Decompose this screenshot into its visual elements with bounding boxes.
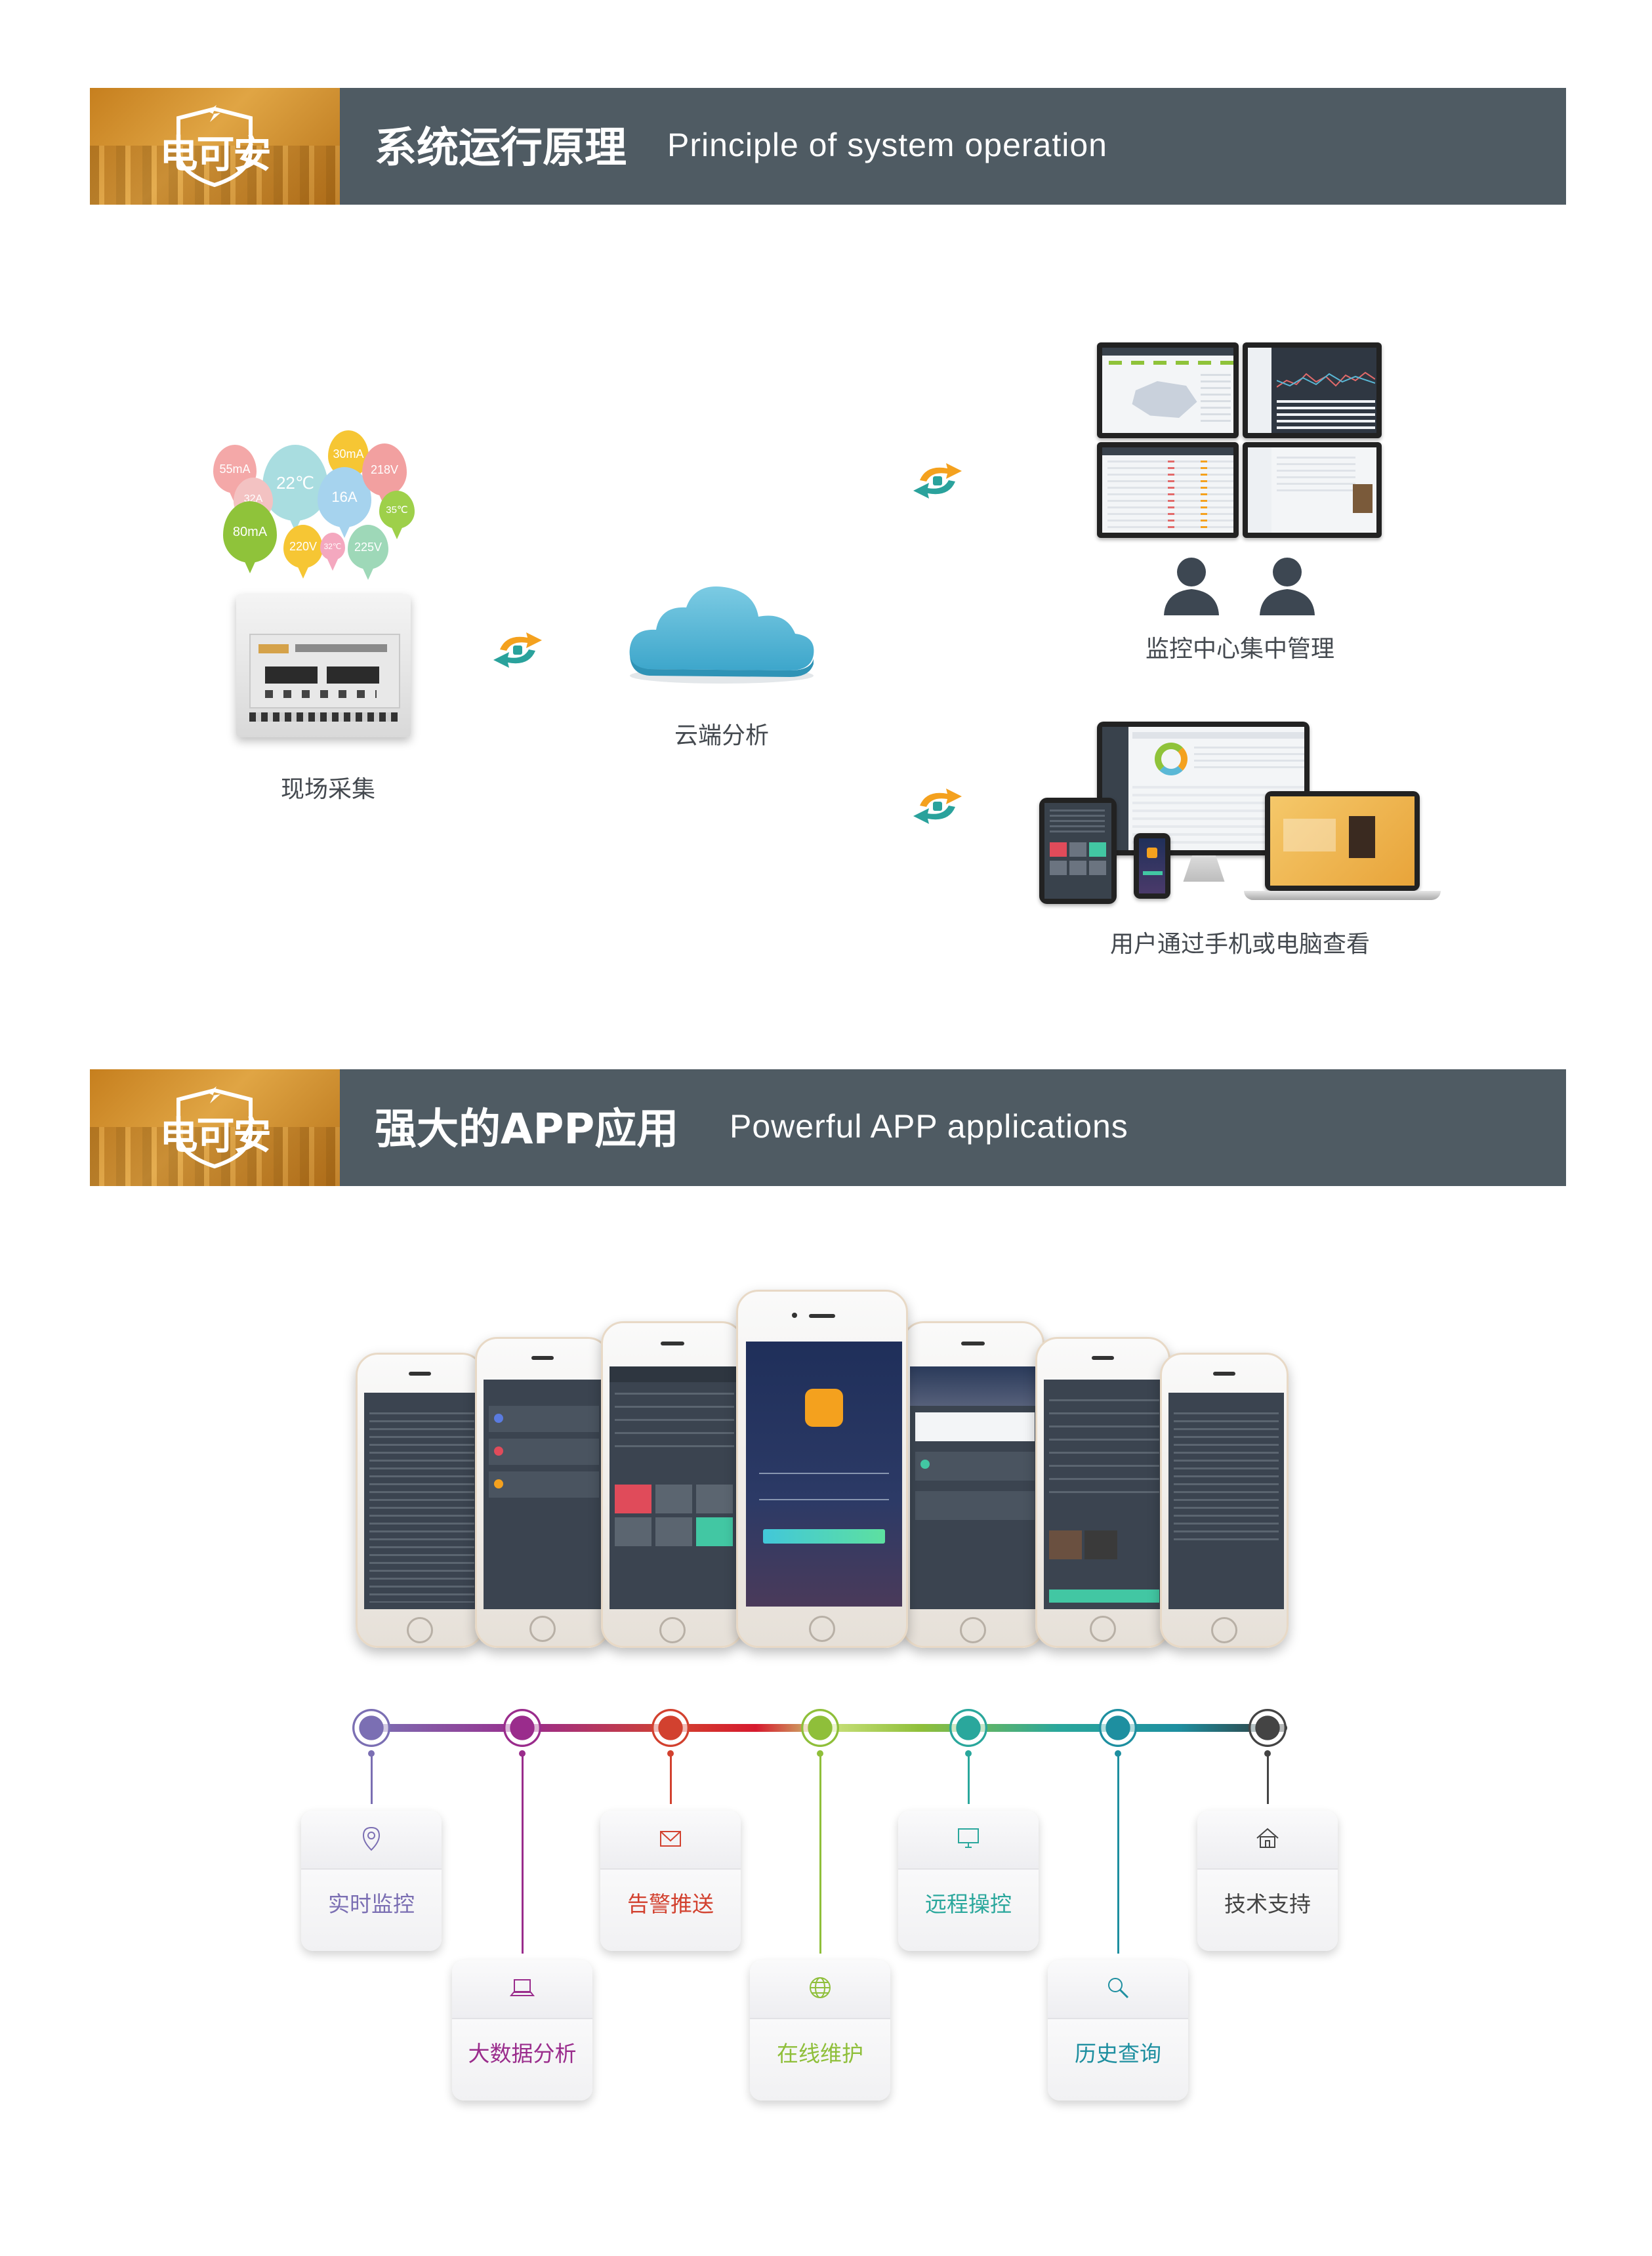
timeline-connector xyxy=(522,1753,524,1954)
site-collection-label: 现场采集 xyxy=(280,776,375,803)
timeline-connector-dot xyxy=(817,1750,823,1757)
section-banner-principle: 电可安 系统运行原理 Principle of system operation xyxy=(90,88,1566,205)
user-view-label: 用户通过手机或电脑查看 xyxy=(1109,931,1370,958)
timeline-node xyxy=(352,1709,390,1747)
feature-label: 告警推送 xyxy=(627,1891,714,1917)
feature-label: 在线维护 xyxy=(777,2041,863,2066)
feature-label: 历史查询 xyxy=(1075,2041,1161,2066)
timeline-node xyxy=(651,1709,690,1747)
timeline-node xyxy=(949,1709,987,1747)
balloon-current: 80mA xyxy=(223,501,277,573)
dashboard-screen xyxy=(1243,442,1382,538)
feature-label: 大数据分析 xyxy=(468,2041,577,2066)
timeline-connector-dot xyxy=(667,1750,674,1757)
user-icon xyxy=(1164,558,1219,615)
timeline-connector xyxy=(1267,1753,1269,1804)
feature-card[interactable]: 远程操控 xyxy=(898,1811,1039,1951)
monitor-icon xyxy=(958,1828,979,1848)
shield-logo-icon xyxy=(176,105,253,188)
timeline-node xyxy=(801,1709,839,1747)
timeline-connector xyxy=(371,1753,373,1804)
phone-mockup xyxy=(475,1337,610,1648)
location-pin-icon xyxy=(362,1826,381,1851)
section-title-en: Principle of system operation xyxy=(667,127,1107,163)
section-title-en: Powerful APP applications xyxy=(730,1108,1128,1145)
laptop-icon xyxy=(509,1979,535,1996)
monitor-center-label: 监控中心集中管理 xyxy=(1145,636,1334,663)
shield-logo-icon xyxy=(176,1086,253,1169)
section-banner-app: 电可安 强大的APP应用 Powerful APP applications xyxy=(90,1069,1566,1186)
feature-card[interactable]: 告警推送 xyxy=(600,1811,741,1951)
brand-logo: 电可安 xyxy=(90,88,340,205)
dashboard-screen xyxy=(1243,342,1382,438)
dashboard-screen xyxy=(1097,442,1239,538)
balloon-temperature: 22℃ xyxy=(262,445,328,531)
monitoring-device-image xyxy=(236,594,411,737)
phone-mockup xyxy=(1035,1337,1170,1648)
balloon-voltage: 218V xyxy=(362,443,407,506)
desktop-stand xyxy=(1183,855,1225,882)
balloon-voltage: 220V xyxy=(283,525,323,579)
balloon-temperature: 35℃ xyxy=(379,491,415,539)
logo-text: 电可安 xyxy=(159,1113,271,1158)
timeline-node xyxy=(1249,1709,1287,1747)
logo-text: 电可安 xyxy=(159,132,271,176)
timeline-connector-dot xyxy=(1264,1750,1271,1757)
globe-icon xyxy=(810,1977,831,1998)
data-transfer-icon xyxy=(493,632,542,668)
phone-screen xyxy=(1134,833,1170,899)
feature-card[interactable]: 在线维护 xyxy=(750,1960,890,2101)
house-icon xyxy=(1256,1828,1279,1848)
timeline-connector-dot xyxy=(368,1750,375,1757)
timeline-connector-dot xyxy=(1115,1750,1121,1757)
brand-logo: 电可安 xyxy=(90,1069,340,1186)
timeline-node xyxy=(503,1709,541,1747)
cloud-analysis-label: 云端分析 xyxy=(674,722,769,749)
feature-card[interactable]: 技术支持 xyxy=(1197,1811,1338,1951)
phone-mockup xyxy=(356,1353,484,1648)
timeline-connector xyxy=(670,1753,672,1804)
timeline-connector-dot xyxy=(519,1750,526,1757)
data-transfer-icon xyxy=(913,463,962,499)
phone-mockup xyxy=(736,1290,908,1648)
feature-card[interactable]: 大数据分析 xyxy=(452,1960,592,2101)
timeline-connector-dot xyxy=(965,1750,972,1757)
section-title-cn: 系统运行原理 xyxy=(375,124,627,173)
balloon-voltage: 225V xyxy=(348,525,388,580)
timeline-connector xyxy=(819,1753,821,1954)
timeline-connector xyxy=(1117,1753,1119,1954)
dashboard-screen xyxy=(1097,342,1239,438)
section-title-cn: 强大的APP应用 xyxy=(375,1105,679,1154)
feature-label: 技术支持 xyxy=(1224,1891,1311,1917)
timeline-connector xyxy=(968,1753,970,1804)
timeline-node xyxy=(1099,1709,1137,1747)
feature-label: 实时监控 xyxy=(328,1891,415,1917)
laptop-screen xyxy=(1265,791,1420,891)
laptop-base xyxy=(1244,891,1441,900)
phone-mockup xyxy=(1160,1353,1289,1648)
cloud-icon xyxy=(629,586,814,684)
magnifier-icon xyxy=(1108,1978,1129,1999)
phone-mockup xyxy=(901,1321,1044,1648)
feature-card[interactable]: 历史查询 xyxy=(1048,1960,1188,2101)
feature-card[interactable]: 实时监控 xyxy=(301,1811,442,1951)
data-transfer-icon xyxy=(913,789,962,824)
tablet-screen xyxy=(1039,798,1117,904)
envelope-icon xyxy=(660,1831,681,1847)
feature-label: 远程操控 xyxy=(925,1891,1012,1917)
phone-mockup xyxy=(601,1321,744,1648)
balloon-temperature: 32℃ xyxy=(320,533,345,571)
user-icon xyxy=(1260,558,1315,615)
